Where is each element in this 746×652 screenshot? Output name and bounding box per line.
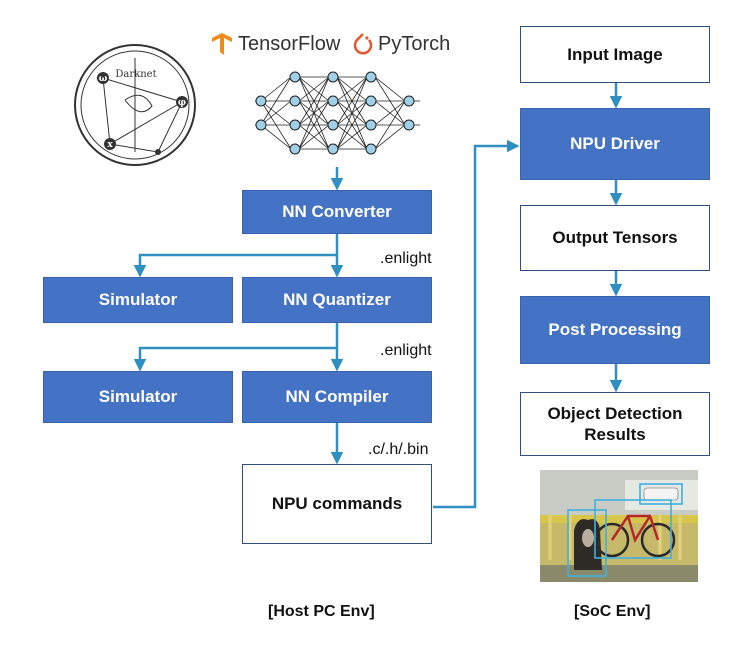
simulator-label-2: Simulator (98, 387, 178, 407)
nn-compiler-box: NN Compiler (242, 371, 432, 423)
npu-driver-label: NPU Driver (570, 134, 660, 154)
nn-quantizer-box: NN Quantizer (242, 277, 432, 323)
darknet-logo: ω φ x Darknet (74, 44, 196, 166)
nn-compiler-label: NN Compiler (285, 387, 389, 407)
nn-converter-label: NN Converter (282, 202, 392, 222)
svg-text:x: x (107, 140, 113, 150)
simulator-label-1: Simulator (98, 290, 178, 310)
enlight-label-1: .enlight (380, 250, 432, 267)
npu-commands-label: NPU commands (271, 494, 403, 514)
nn-converter-box: NN Converter (242, 190, 432, 234)
svg-text:ω: ω (99, 74, 108, 84)
input-image-label: Input Image (567, 44, 663, 64)
nn-quantizer-label: NN Quantizer (283, 290, 391, 310)
soc-env-label: [SoC Env] (574, 603, 651, 620)
enlight-label-2: .enlight (380, 342, 432, 359)
output-tensors-box: Output Tensors (520, 205, 710, 271)
simulator-box-2: Simulator (43, 371, 233, 423)
pytorch-icon (353, 33, 373, 55)
detection-results-line2: Results (584, 425, 646, 444)
host-env-label: [Host PC Env] (268, 603, 375, 620)
simulator-box-1: Simulator (43, 277, 233, 323)
detection-results-box: Object Detection Results (520, 392, 710, 456)
npu-commands-box: NPU commands (242, 464, 432, 544)
arrow-quantizer-to-simulator (133, 346, 337, 372)
npu-driver-box: NPU Driver (520, 108, 710, 180)
output-ext-label: .c/.h/.bin (368, 441, 429, 458)
neural-network-icon (255, 71, 420, 155)
tensorflow-wordmark: TensorFlow (238, 33, 341, 55)
input-image-box: Input Image (520, 26, 710, 83)
arrow-converter-to-simulator (133, 253, 337, 278)
arrow-commands-to-driver (433, 139, 520, 509)
svg-text:φ: φ (178, 98, 186, 108)
darknet-wordmark: Darknet (115, 69, 156, 80)
tensorflow-icon (212, 33, 232, 55)
post-processing-label: Post Processing (548, 320, 682, 340)
output-tensors-label: Output Tensors (552, 228, 678, 248)
pytorch-wordmark: PyTorch (378, 33, 451, 55)
detection-results-line1: Object Detection (547, 403, 683, 423)
detection-example-image (540, 470, 698, 582)
post-processing-box: Post Processing (520, 296, 710, 364)
